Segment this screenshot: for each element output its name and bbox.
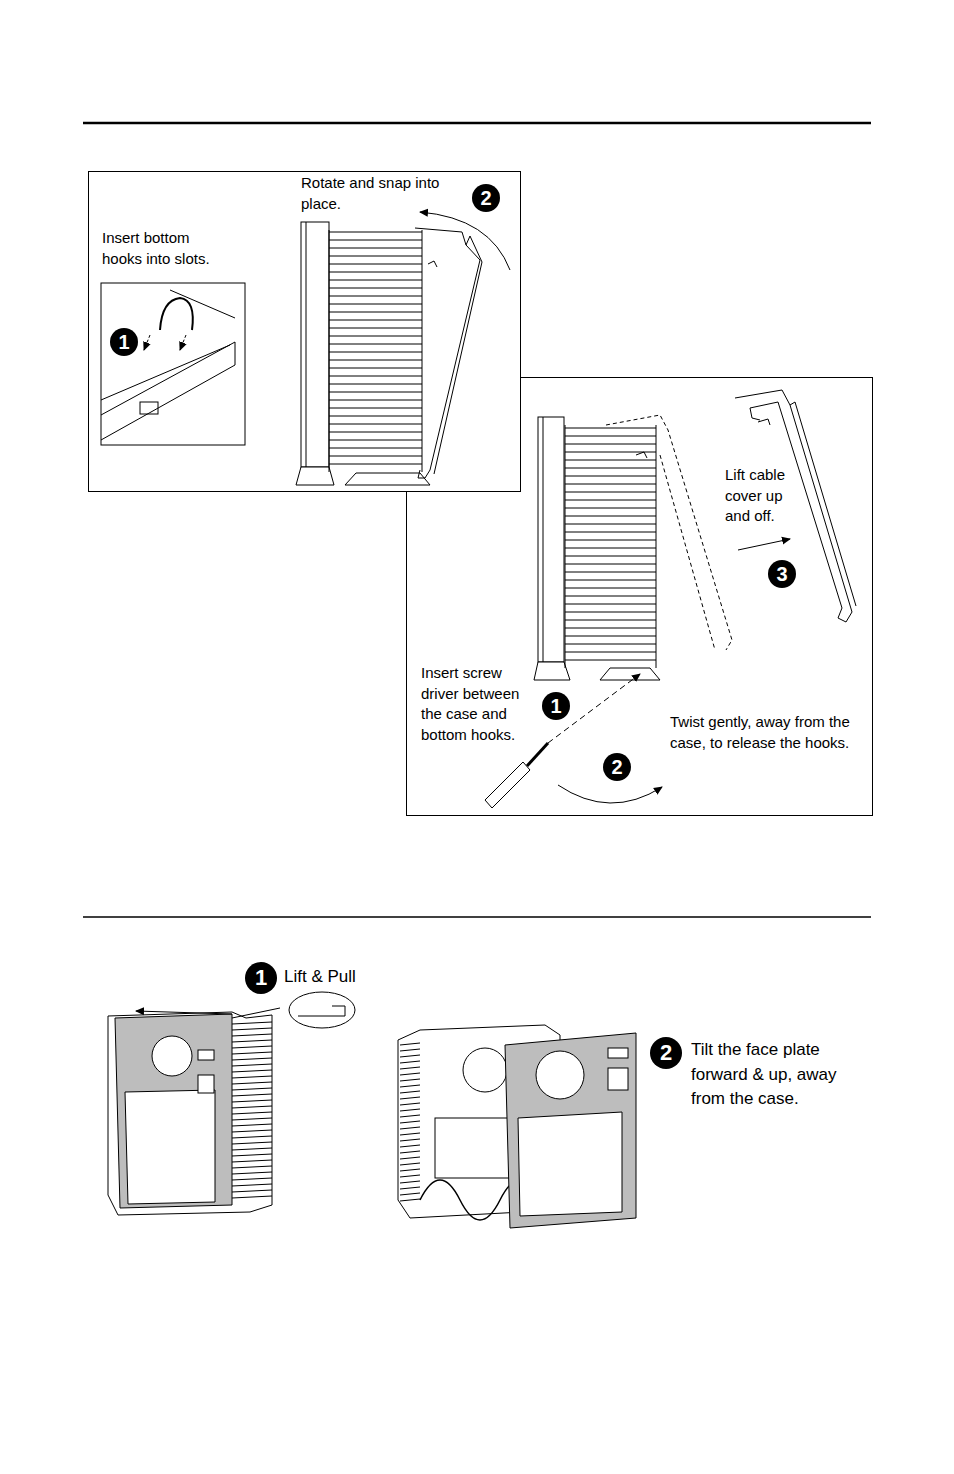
instruction-text: Lift cable cover up and off.: [725, 465, 803, 527]
callout-number: 3: [768, 560, 796, 588]
callout-number: 1: [110, 328, 138, 356]
callout-number: 2: [603, 753, 631, 781]
callout-number: 2: [650, 1037, 682, 1069]
instruction-text: Twist gently, away from the case, to rel…: [670, 712, 852, 753]
instruction-text: Rotate and snap into place.: [301, 173, 461, 214]
figure-panel: Rotate and snap into place. 2Insert botto…: [88, 171, 521, 492]
instruction-text: Insert screw driver between the case and…: [421, 663, 539, 745]
callout-number: 1: [542, 692, 570, 720]
illustration: [88, 171, 521, 492]
callout-number: 2: [472, 184, 500, 212]
instruction-text: Insert bottom hooks into slots.: [102, 228, 230, 269]
instruction-text: Lift & Pull: [284, 965, 404, 990]
instruction-text: Tilt the face plate forward & up, away f…: [691, 1038, 863, 1112]
callout-number: 1: [245, 962, 277, 994]
